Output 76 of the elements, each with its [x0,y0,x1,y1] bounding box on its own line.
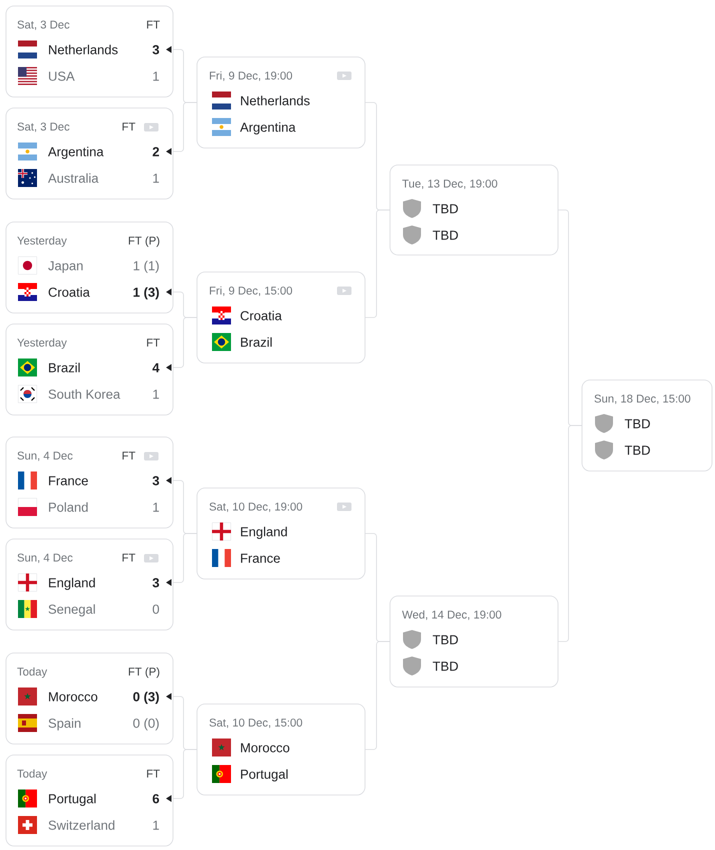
match-status: FT [147,338,160,346]
score: 6 [152,794,160,804]
score: 1 (1) [134,260,159,273]
team-name: Netherlands [49,44,118,54]
match-date: Fri, 9 Dec, 19:00 [210,71,292,81]
team-name: TBD [432,662,458,671]
score: 0 [152,604,159,614]
match-status: FT [147,770,160,778]
team-name: France [241,554,280,563]
score: 1 [153,390,159,399]
bracket-line [172,533,198,583]
match-status: FT [122,452,136,460]
match-date: Sat, 10 Dec, 15:00 [210,718,302,728]
bracket-line [172,749,198,799]
score: 4 [152,363,160,372]
bracket-line [172,317,198,368]
team-name: Morocco [241,743,290,752]
team-name: Portugal [49,794,96,806]
match-date: Sun, 4 Dec [18,554,73,563]
team-name: Netherlands [241,96,310,106]
match-date: Sat, 10 Dec, 19:00 [210,502,302,512]
score: 1 [153,72,159,81]
match-date: Fri, 9 Dec, 15:00 [210,286,292,296]
team-name: Poland [49,502,88,512]
team-name: Croatia [48,287,90,297]
team-name: Senegal [48,604,95,616]
team-name: South Korea [48,389,120,399]
team-name: Brazil [241,337,272,347]
team-name: England [241,526,287,539]
match-status: FT [122,122,136,130]
team-name: Spain [48,718,80,730]
team-name: USA [49,72,75,81]
team-name: Croatia [240,310,282,320]
match-status: FT [122,554,136,562]
team-name: Argentina [240,122,296,134]
team-name: TBD [624,419,650,428]
team-name: TBD [624,446,650,455]
score: 3 [152,45,160,54]
bracket-line [172,102,198,152]
score: 1 [153,502,159,512]
team-name: TBD [432,230,458,240]
match-date: Sun, 18 Dec, 15:00 [594,394,690,404]
team-name: Australia [48,173,99,183]
match-date: Yesterday [17,236,67,247]
team-name: France [49,476,88,486]
match-date: Sun, 4 Dec [18,452,73,461]
score: 1 (3) [134,287,159,300]
score: 0 (3) [133,692,159,704]
team-name: Japan [48,261,83,273]
match-date: Wed, 14 Dec, 19:00 [402,610,502,620]
match-date: Tue, 13 Dec, 19:00 [402,180,498,189]
team-name: Argentina [48,146,104,159]
team-name: TBD [432,204,458,214]
match-status: FT (P) [128,667,160,678]
match-date: Today [17,667,48,678]
team-name: Portugal [241,769,288,782]
team-name: England [49,578,95,590]
match-date: Sat, 3 Dec [18,20,70,30]
match-date: Sat, 3 Dec [18,122,70,132]
team-name: Switzerland [48,820,114,830]
score: 1 [153,174,159,183]
match-date: Yesterday [17,338,67,349]
match-status: FT (P) [128,236,160,247]
score: 0 (0) [133,718,159,730]
bracket-line [364,210,390,318]
score: 1 [153,820,159,830]
match-status: FT [147,20,160,28]
bracket-line [558,425,582,642]
team-name: TBD [432,635,458,644]
score: 3 [152,578,160,588]
score: 3 [152,476,160,486]
team-name: Brazil [49,362,80,372]
score: 2 [152,147,159,156]
match-date: Today [17,769,48,780]
bracket-line [364,641,390,750]
team-name: Morocco [49,692,98,702]
